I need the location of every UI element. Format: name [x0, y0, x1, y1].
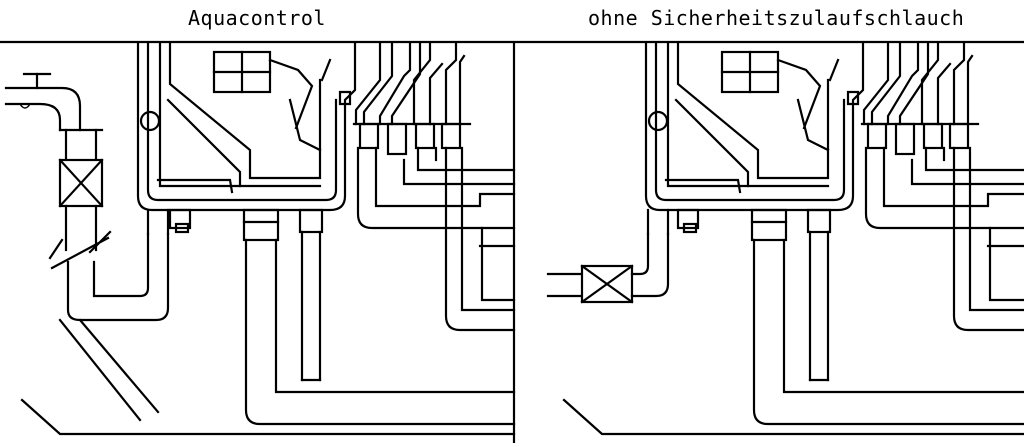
- panel-title-right: ohne Sicherheitszulaufschlauch: [588, 6, 965, 30]
- right-panel: [546, 42, 1024, 436]
- bottom-fittings-left: [146, 208, 324, 242]
- floor-line-right: [562, 398, 1024, 436]
- floor-pipe-a: [58, 318, 142, 422]
- bottom-fittings-right: [646, 208, 832, 242]
- panel-title-left: Aquacontrol: [188, 6, 326, 30]
- drain-pipe-inner-left: [274, 238, 516, 394]
- appliance-housing-right: [644, 42, 865, 212]
- supply-hoses-right: [846, 42, 1024, 332]
- floor-line-left: [20, 398, 516, 436]
- appliance-housing-left: [136, 42, 357, 212]
- faucet-icon: [4, 72, 82, 132]
- hose-left-outer: [66, 232, 170, 322]
- hose-left-inner: [92, 232, 150, 298]
- drain-pipe-inner-right: [782, 238, 1024, 394]
- floor-pipe-b: [78, 318, 160, 414]
- drain-pipe-outer-left: [244, 238, 516, 426]
- left-panel: [4, 42, 516, 436]
- drain-pipe-outer-right: [752, 238, 1024, 426]
- inlet-valve-right: [546, 232, 670, 304]
- drain-indicator-icon: [139, 110, 161, 132]
- aquacontrol-valve: [48, 128, 112, 270]
- supply-hoses-left: [338, 42, 516, 332]
- drain-indicator-icon-right: [647, 110, 669, 132]
